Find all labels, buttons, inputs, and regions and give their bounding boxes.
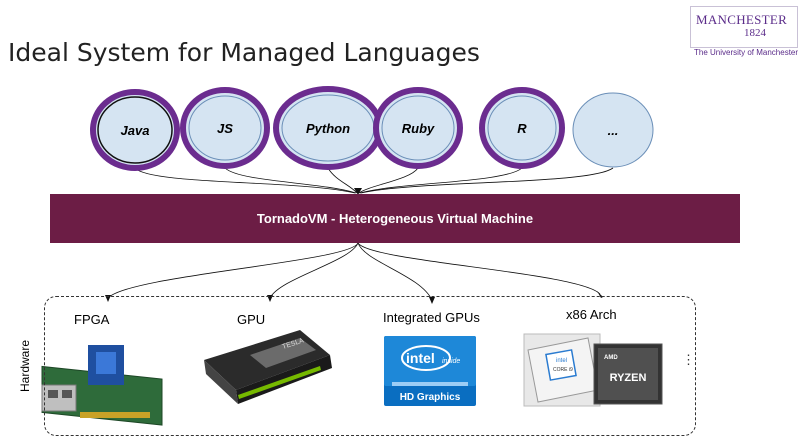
hardware-group bbox=[44, 296, 696, 436]
university-logo: MANCHESTER 1824 The University of Manche… bbox=[690, 6, 799, 57]
language-label-r: R bbox=[517, 121, 527, 136]
hd-graphics-text: HD Graphics bbox=[400, 392, 461, 403]
intel-hd-graphics-icon: intel inside HD Graphics bbox=[384, 336, 476, 406]
hardware-label-x86: x86 Arch bbox=[566, 307, 617, 322]
vm-label: TornadoVM - Heterogeneous Virtual Machin… bbox=[256, 211, 534, 226]
language-connectors bbox=[134, 167, 614, 194]
gpu-card-icon: TESLA bbox=[204, 330, 332, 404]
slide-title: Ideal System for Managed Languages bbox=[8, 38, 480, 67]
language-label-js: JS bbox=[217, 121, 233, 136]
language-bubbles bbox=[90, 86, 654, 171]
language-label-more: ... bbox=[607, 123, 619, 138]
intel-logo-text: intel bbox=[406, 350, 435, 366]
vm-bar: TornadoVM - Heterogeneous Virtual Machin… bbox=[50, 194, 740, 243]
hardware-section-label: Hardware bbox=[18, 339, 32, 392]
cpu2-model: RYZEN bbox=[610, 372, 647, 384]
cpu1-brand: intel bbox=[556, 358, 567, 364]
language-label-java: Java bbox=[120, 123, 150, 138]
bubble-java bbox=[90, 89, 180, 171]
language-label-python: Python bbox=[305, 121, 351, 136]
bubble-more bbox=[572, 92, 654, 168]
cpu-chips-icon: intel CORE i9 AMD RYZEN bbox=[523, 333, 663, 407]
more-hardware-indicator: ⋮ bbox=[682, 352, 695, 367]
logo-name: MANCHESTER bbox=[696, 12, 788, 27]
hardware-label-integrated-gpus: Integrated GPUs bbox=[383, 310, 480, 325]
logo-university: The University of Manchester bbox=[694, 48, 799, 57]
hardware-label-gpu: GPU bbox=[237, 312, 266, 327]
bubble-js bbox=[180, 87, 270, 169]
intel-inside-text: inside bbox=[442, 358, 460, 365]
hardware-connectors bbox=[107, 242, 601, 301]
language-label-ruby: Ruby bbox=[401, 121, 435, 136]
cpu1-model: CORE i9 bbox=[553, 367, 573, 373]
bubble-ruby bbox=[373, 87, 463, 169]
fpga-board-icon bbox=[41, 345, 163, 426]
bubble-r bbox=[479, 87, 565, 169]
logo-year: 1824 bbox=[744, 27, 766, 39]
hardware-label-fpga: FPGA bbox=[74, 312, 110, 327]
cpu2-brand: AMD bbox=[604, 355, 618, 361]
